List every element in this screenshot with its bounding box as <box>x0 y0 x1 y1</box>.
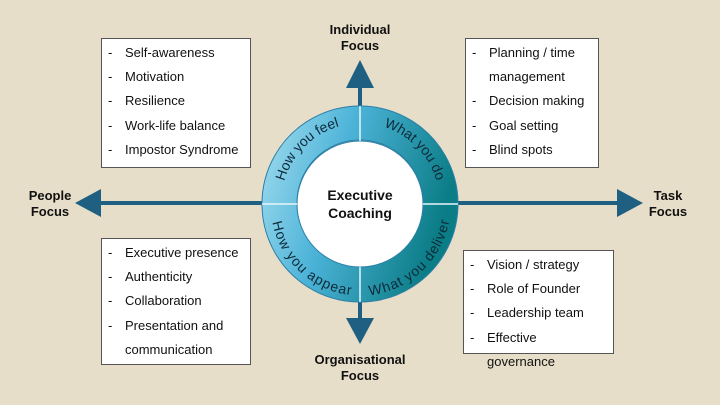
bullet: - <box>472 141 477 157</box>
bullet: - <box>470 329 475 345</box>
list-item-text: Executive presence <box>125 245 239 260</box>
list-item: -Planning / time management <box>472 41 592 89</box>
list-item-text: Collaboration <box>125 293 202 309</box>
list-item-text: Resilience <box>125 93 185 109</box>
topic-list: -Executive presence -Authenticity -Colla… <box>108 241 244 362</box>
axis-label-line: Focus <box>30 204 70 219</box>
axis-label-line: Focus <box>648 204 688 219</box>
box-how-you-feel: -Self-awareness -Motivation -Resilience … <box>101 38 251 168</box>
box-what-you-do: -Planning / time management -Decision ma… <box>465 38 599 168</box>
list-item: -Resilience <box>108 89 244 113</box>
arrow-left-icon <box>75 189 101 217</box>
axis-label-line: Focus <box>340 368 380 383</box>
center-circle <box>296 140 424 268</box>
list-item: -Goal setting <box>472 114 592 138</box>
bullet: - <box>108 317 113 333</box>
bullet: - <box>472 117 477 133</box>
topic-list: -Self-awareness -Motivation -Resilience … <box>108 41 244 162</box>
axis-label-people-focus: People Focus <box>22 188 78 220</box>
list-item-text: Planning / time management <box>489 45 575 85</box>
bullet: - <box>108 117 113 133</box>
axis-label-line: People <box>28 188 72 203</box>
bullet: - <box>472 93 477 109</box>
list-item: -Work-life balance <box>108 114 244 138</box>
bullet: - <box>108 245 113 260</box>
axis-label-line: Task <box>653 188 683 203</box>
list-item: -Impostor Syndrome <box>108 138 244 162</box>
arrow-right-icon <box>617 189 643 217</box>
center-title-line2: Coaching <box>328 205 392 221</box>
list-item: -Executive presence <box>108 241 244 265</box>
list-item: -Vision / strategy <box>470 253 607 277</box>
list-item: -Decision making <box>472 89 592 113</box>
list-item: -Leadership team <box>470 301 607 325</box>
list-item: -Effective governance <box>470 326 607 374</box>
bullet: - <box>108 141 113 157</box>
axis-label-line: Organisational <box>314 352 406 367</box>
list-item: -Role of Founder <box>470 277 607 301</box>
bullet: - <box>470 305 475 321</box>
arrow-up-icon <box>346 60 374 88</box>
bullet: - <box>470 257 475 272</box>
list-item-text: Self-awareness <box>125 45 215 60</box>
center-title-line1: Executive <box>327 187 393 203</box>
list-item: -Blind spots <box>472 138 592 162</box>
box-how-you-appear: -Executive presence -Authenticity -Colla… <box>101 238 251 365</box>
list-item: -Self-awareness <box>108 41 244 65</box>
axis-label-individual-focus: Individual Focus <box>320 22 400 54</box>
list-item-text: Presentation and communication <box>125 317 224 357</box>
list-item-text: Goal setting <box>489 117 559 133</box>
list-item-text: Vision / strategy <box>487 257 580 272</box>
bullet: - <box>108 45 113 60</box>
axis-label-organisational-focus: Organisational Focus <box>300 352 420 384</box>
bullet: - <box>470 281 475 297</box>
list-item: -Collaboration <box>108 289 244 313</box>
list-item-text: Effective governance <box>487 329 555 369</box>
list-item-text: Motivation <box>125 69 185 85</box>
axis-label-line: Individual <box>329 22 391 37</box>
list-item: -Authenticity <box>108 265 244 289</box>
list-item-text: Authenticity <box>125 269 193 285</box>
list-item-text: Work-life balance <box>125 117 226 133</box>
list-item-text: Leadership team <box>487 305 584 321</box>
bullet: - <box>472 45 477 60</box>
axis-label-line: Focus <box>340 38 380 53</box>
bullet: - <box>108 93 113 109</box>
bullet: - <box>108 69 113 85</box>
bullet: - <box>108 293 113 309</box>
bullet: - <box>108 269 113 285</box>
list-item: -Presentation and communication <box>108 314 244 362</box>
list-item-text: Decision making <box>489 93 585 109</box>
list-item-text: Role of Founder <box>487 281 581 297</box>
axis-label-task-focus: Task Focus <box>640 188 696 220</box>
list-item: -Motivation <box>108 65 244 89</box>
list-item-text: Blind spots <box>489 141 553 157</box>
list-item-text: Impostor Syndrome <box>125 141 239 157</box>
arrow-down-icon <box>346 318 374 344</box>
box-what-you-deliver: -Vision / strategy -Role of Founder -Lea… <box>463 250 614 369</box>
topic-list: -Planning / time management -Decision ma… <box>472 41 592 162</box>
topic-list: -Vision / strategy -Role of Founder -Lea… <box>470 253 607 374</box>
